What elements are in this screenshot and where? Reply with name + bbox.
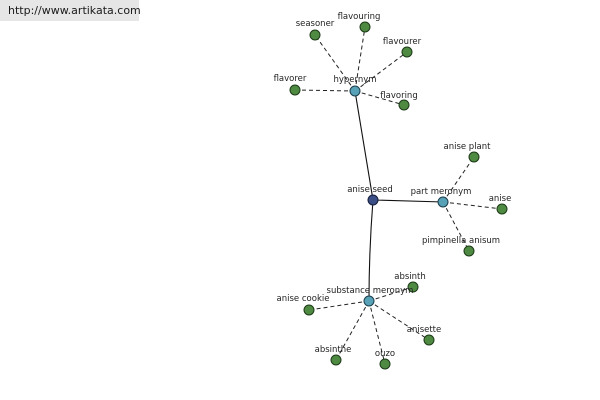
source-url-label[interactable]: http://www.artikata.com — [0, 0, 141, 21]
node-flavouring[interactable] — [359, 21, 371, 33]
node-flavorer[interactable] — [289, 84, 301, 96]
edge-root-to-hypernym — [354, 90, 374, 201]
label-anise-plant: anise plant — [443, 142, 491, 152]
edge-part-meronym-to-anise-plant — [442, 156, 475, 203]
node-flavourer[interactable] — [401, 46, 413, 58]
node-anise-plant[interactable] — [468, 151, 480, 163]
label-absinth: absinth — [394, 272, 426, 282]
label-anisette: anisette — [407, 325, 442, 335]
edge-hypernym-to-flavourer — [354, 51, 408, 92]
node-ouzo[interactable] — [379, 358, 391, 370]
label-pimpinella-anisum: pimpinella anisum — [422, 236, 500, 246]
edge-root-to-part-meronym — [372, 199, 444, 203]
label-flavouring: flavouring — [338, 12, 381, 22]
node-absinthe[interactable] — [330, 354, 342, 366]
node-anise-cookie[interactable] — [303, 304, 315, 316]
node-hypernym[interactable] — [349, 85, 361, 97]
label-flavourer: flavourer — [383, 37, 422, 47]
node-anisette[interactable] — [423, 334, 435, 346]
node-seasoner[interactable] — [309, 29, 321, 41]
label-part-meronym: part meronym — [411, 187, 472, 197]
label-absinthe: absinthe — [315, 345, 352, 355]
edge-hypernym-to-flavoring — [354, 90, 405, 106]
node-anise-seed[interactable] — [367, 194, 379, 206]
label-flavorer: flavorer — [274, 74, 307, 84]
edge-root-to-substance-meronym — [368, 199, 374, 302]
edge-part-meronym-to-pimpinella-anisum — [442, 201, 470, 252]
edge-hypernym-to-seasoner — [314, 34, 356, 92]
node-substance-meronym[interactable] — [363, 295, 375, 307]
edge-hypernym-to-flavorer — [294, 89, 356, 92]
label-anise: anise — [489, 194, 512, 204]
edge-substance-meronym-to-anisette — [368, 300, 430, 341]
edge-substance-meronym-to-absinth — [368, 286, 414, 302]
label-hypernym: hypernym — [333, 75, 376, 85]
label-root: anise seed — [347, 185, 393, 195]
node-flavoring[interactable] — [398, 99, 410, 111]
edge-substance-meronym-to-ouzo — [368, 300, 386, 365]
label-flavoring: flavoring — [380, 91, 417, 101]
node-anise[interactable] — [496, 203, 508, 215]
edge-substance-meronym-to-absinthe — [335, 300, 370, 361]
label-seasoner: seasoner — [296, 19, 335, 29]
node-part-meronym[interactable] — [437, 196, 449, 208]
node-absinth[interactable] — [407, 281, 419, 293]
label-substance-meronym: substance meronym — [327, 286, 414, 296]
label-anise-cookie: anise cookie — [277, 294, 330, 304]
label-ouzo: ouzo — [375, 349, 395, 359]
node-pimpinella-anisum[interactable] — [463, 245, 475, 257]
edge-substance-meronym-to-anise-cookie — [308, 300, 370, 311]
edge-part-meronym-to-anise — [442, 201, 503, 210]
edge-hypernym-to-flavouring — [354, 26, 366, 92]
